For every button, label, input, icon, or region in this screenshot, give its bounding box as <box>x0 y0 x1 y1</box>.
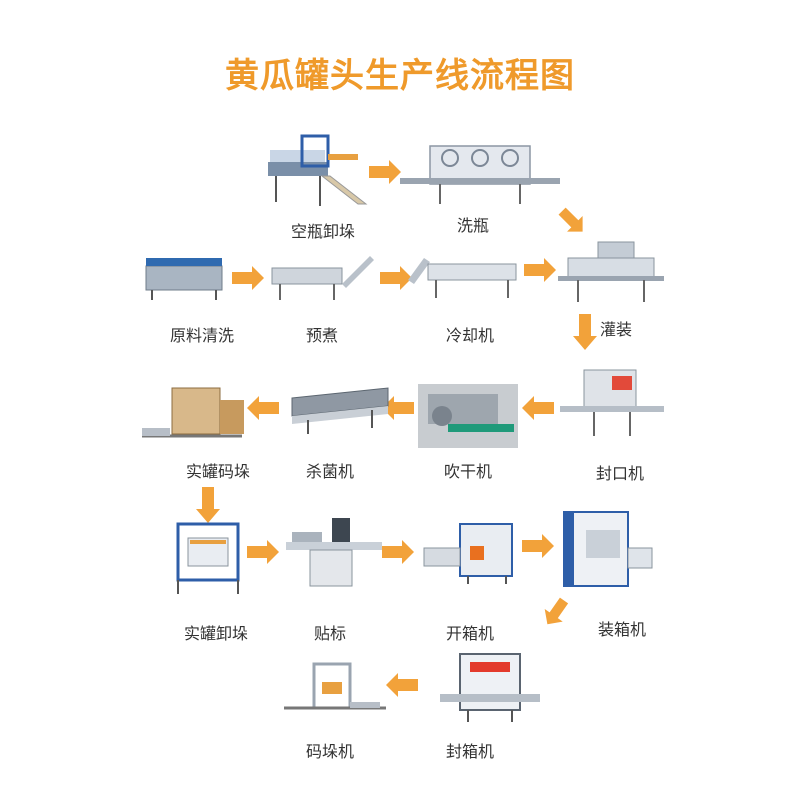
palletizer-icon <box>284 662 386 710</box>
arrow-down-icon <box>196 487 220 523</box>
full-can-depalletizer-icon <box>176 522 240 594</box>
case-packer-icon <box>563 511 653 587</box>
step-label: 开箱机 <box>445 624 494 643</box>
sealing-machine-icon <box>560 369 664 436</box>
step-label: 封口机 <box>595 464 644 483</box>
bottle-washer-icon <box>400 145 560 204</box>
step-label: 冷却机 <box>445 326 494 345</box>
arrow-right-icon <box>232 266 264 290</box>
labeling-machine-icon <box>286 518 382 587</box>
filling-machine-icon <box>558 241 664 302</box>
step-label: 装箱机 <box>597 620 646 639</box>
cooling-machine-icon <box>408 258 517 298</box>
step-label: 空瓶卸垛 <box>290 222 355 241</box>
arrow-down-right-icon <box>558 207 583 232</box>
step-label: 实罐码垛 <box>185 462 250 481</box>
arrow-right-icon <box>247 540 279 564</box>
arrow-left-icon <box>386 673 418 697</box>
step-label: 吹干机 <box>443 462 492 481</box>
arrow-right-icon <box>522 534 554 558</box>
empty-bottle-depalletizer-icon <box>268 134 368 206</box>
raw-material-washer-icon <box>145 258 223 300</box>
step-label: 实罐卸垛 <box>183 624 248 643</box>
case-erector-icon <box>423 523 513 584</box>
step-label: 灌装 <box>599 320 632 339</box>
full-can-palletizer-icon <box>142 387 244 438</box>
step-label: 杀菌机 <box>305 462 354 481</box>
arrow-down-left-icon <box>544 597 569 625</box>
page-title: 黄瓜罐头生产线流程图 <box>225 56 575 96</box>
arrow-right-icon <box>369 160 401 184</box>
arrow-down-icon <box>573 314 597 350</box>
arrow-right-icon <box>380 266 412 290</box>
sterilizer-icon <box>291 387 389 434</box>
arrow-left-icon <box>247 396 279 420</box>
case-sealer-icon <box>440 653 540 722</box>
step-label: 封箱机 <box>445 742 494 761</box>
arrow-left-icon <box>522 396 554 420</box>
arrow-right-icon <box>524 258 556 282</box>
step-label: 预煮 <box>305 326 338 345</box>
arrow-right-icon <box>382 540 414 564</box>
pre-cooker-icon <box>271 256 374 300</box>
step-label: 贴标 <box>313 624 346 643</box>
blow-dryer-icon <box>418 384 518 448</box>
step-label: 洗瓶 <box>456 216 489 235</box>
arrow-left-icon <box>382 396 414 420</box>
step-label: 原料清洗 <box>169 326 234 345</box>
step-label: 码垛机 <box>305 742 354 761</box>
